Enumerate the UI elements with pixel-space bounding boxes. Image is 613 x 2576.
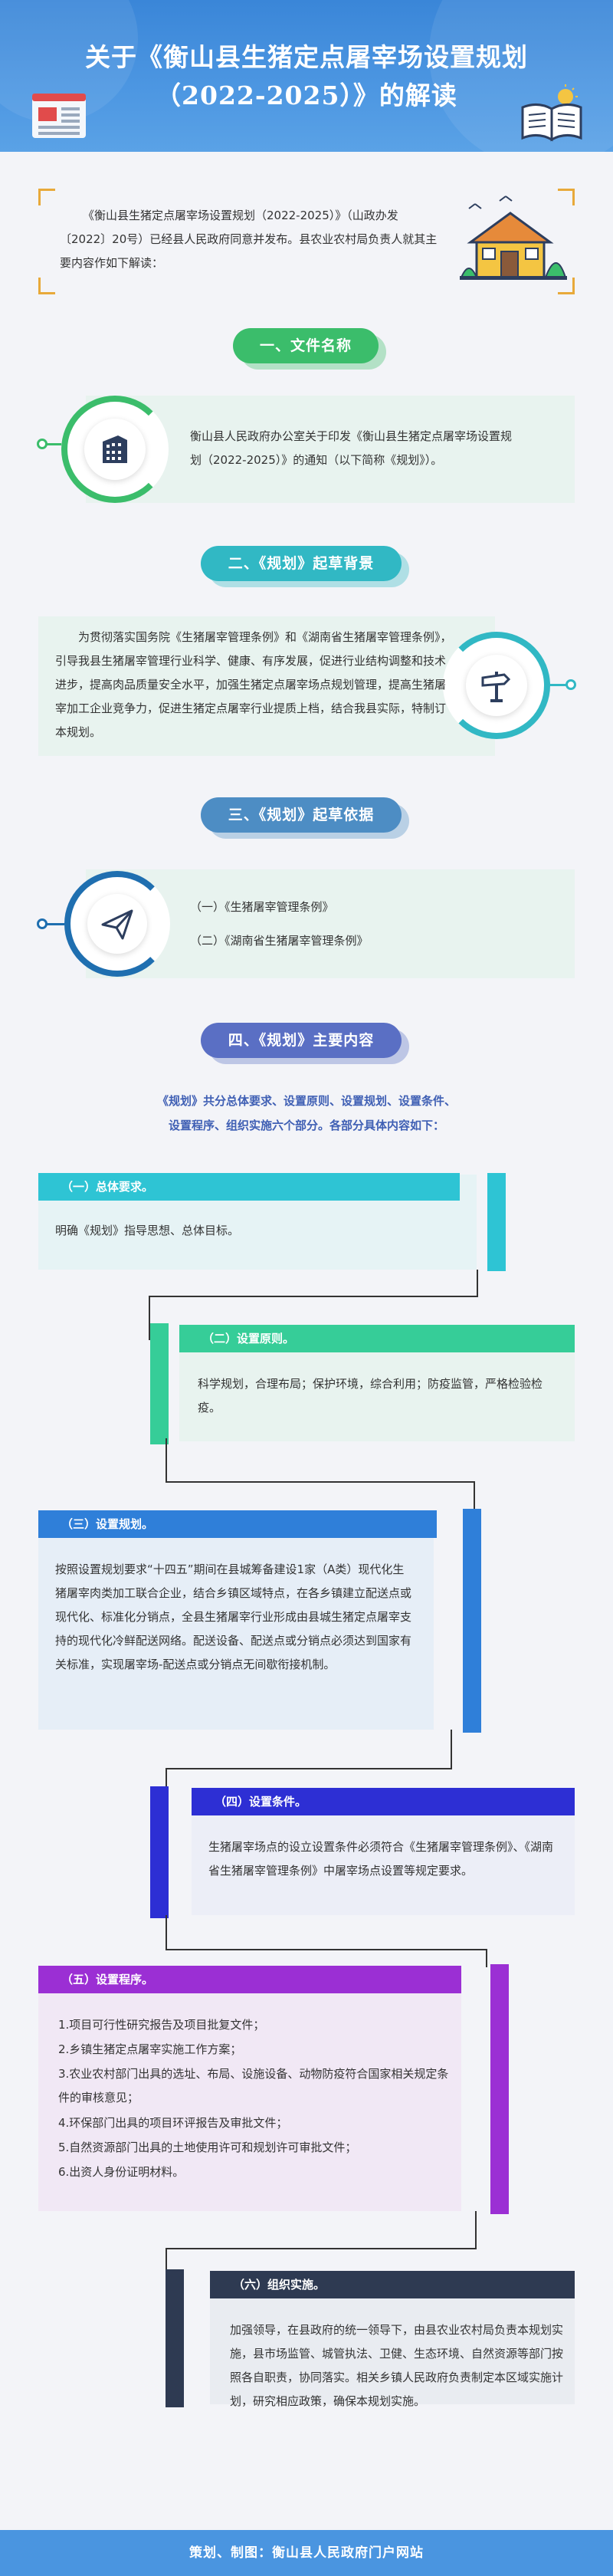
block-2-text: 科学规划，合理布局；保护环境，综合利用；防疫监管，严格检验检疫。 <box>198 1377 543 1414</box>
block-2-sidebar <box>150 1323 169 1444</box>
section-title-2: 二、《规划》起草背景 <box>201 546 402 581</box>
section-3-item-2: （二）《湖南省生猪屠宰管理条例》 <box>190 934 369 948</box>
page-title-line1: 关于《衡山县生猪定点屠宰场设置规划 <box>85 42 528 72</box>
connector-line <box>166 2248 167 2269</box>
block-1-text: 明确《规划》指导思想、总体目标。 <box>55 1224 240 1237</box>
section-3-item-1: （一）《生猪屠宰管理条例》 <box>190 900 334 914</box>
section-1-ring <box>61 396 169 503</box>
paper-plane-icon <box>101 909 133 940</box>
block-1-header: （一）总体要求。 <box>38 1173 460 1201</box>
connector-line <box>166 2248 477 2249</box>
connector-line <box>166 1438 167 1483</box>
block-2-header: （二）设置原则。 <box>179 1325 575 1352</box>
connector-dot <box>37 918 48 929</box>
list-item: 1.项目可行性研究报告及项目批复文件； <box>58 2018 265 2032</box>
block-3-sidebar <box>463 1509 481 1733</box>
house-icon <box>460 196 567 280</box>
connector-dot <box>565 679 576 690</box>
section-2-card <box>38 616 495 756</box>
block-6-header: （六）组织实施。 <box>210 2271 575 2298</box>
section-4-intro-line-1: 《规划》共分总体要求、设置原则、设置规划、设置条件、 <box>156 1094 456 1108</box>
connector-line <box>166 1768 452 1769</box>
connector-line <box>477 1270 478 1297</box>
building-icon <box>103 435 127 463</box>
page-header: 关于《衡山县生猪定点屠宰场设置规划 （2022-2025）》的解读 <box>0 0 613 152</box>
section-title-1: 一、文件名称 <box>233 328 379 363</box>
connector-line <box>166 1481 475 1483</box>
block-4-header: （四）设置条件。 <box>192 1788 575 1815</box>
corner-bracket <box>38 189 55 205</box>
block-5-body <box>38 1967 461 2211</box>
list-item: 6.出资人身份证明材料。 <box>58 2165 185 2179</box>
intro-text: 《衡山县生猪定点屠宰场设置规划（2022-2025）》（山政办发〔2022〕20… <box>60 209 438 270</box>
intro-box: 《衡山县生猪定点屠宰场设置规划（2022-2025）》（山政办发〔2022〕20… <box>38 189 575 294</box>
open-book-icon <box>521 84 582 142</box>
connector-line <box>475 2211 477 2249</box>
connector-line <box>474 1481 475 1512</box>
list-item: 5.自然资源部门出具的土地使用许可和规划许可审批文件； <box>58 2141 357 2154</box>
building-icon-holder <box>84 419 146 480</box>
signpost-icon <box>481 672 511 702</box>
section-title-4: 四、《规划》主要内容 <box>201 1023 402 1058</box>
block-6-text: 加强领导，在县政府的统一领导下，由县农业农村局负责本规划实施，县市场监管、城管执… <box>230 2323 564 2408</box>
block-4-sidebar <box>150 1786 169 1918</box>
block-5-sidebar <box>490 1964 509 2214</box>
page-title-line2: （2022-2025）》的解读 <box>156 80 457 110</box>
connector-line <box>166 1949 487 1950</box>
section-1-text: 衡山县人民政府办公室关于印发《衡山县生猪定点屠宰场设置规划（2022-2025）… <box>190 429 513 467</box>
list-item: 2.乡镇生猪定点屠宰实施工作方案； <box>58 2042 242 2056</box>
connector-line <box>166 1768 167 1789</box>
connector-line <box>550 684 569 686</box>
list-item: 4.环保部门出具的项目环评报告及审批文件； <box>58 2116 288 2130</box>
corner-bracket <box>558 278 575 294</box>
connector-line <box>486 1949 487 1967</box>
connector-line <box>41 923 64 925</box>
newspaper-icon <box>32 94 86 138</box>
block-3-text: 按照设置规划要求“十四五”期间在县城筹备建设1家（A类）现代化生猪屠宰肉类加工联… <box>55 1562 412 1671</box>
corner-bracket <box>38 278 55 294</box>
list-item: 3.农业农村部门出具的选址、布局、设施设备、动物防疫符合国家相关规定条件的审核意… <box>58 2067 449 2104</box>
corner-bracket <box>558 189 575 205</box>
block-3-body <box>38 1512 434 1730</box>
section-4-intro-line-2: 设置程序、组织实施六个部分。各部分具体内容如下： <box>168 1119 444 1132</box>
header-decoration <box>429 0 613 152</box>
connector-line <box>166 1915 167 1950</box>
paper-plane-icon-holder <box>87 894 147 954</box>
connector-line <box>451 1730 452 1769</box>
connector-line <box>41 443 61 445</box>
block-1-sidebar <box>487 1173 506 1271</box>
connector-dot <box>37 439 48 449</box>
page-footer: 策划、制图：衡山县人民政府门户网站 <box>0 2530 613 2576</box>
signpost-icon-holder <box>466 655 527 716</box>
section-title-3: 三、《规划》起草依据 <box>201 797 402 833</box>
block-3-header: （三）设置规划。 <box>38 1510 437 1538</box>
connector-line <box>149 1296 150 1340</box>
block-5-header: （五）设置程序。 <box>38 1966 461 1993</box>
block-6-sidebar <box>166 2269 184 2407</box>
block-4-text: 生猪屠宰场点的设立设置条件必须符合《生猪屠宰管理条例》、《湖南省生猪屠宰管理条例… <box>208 1840 554 1878</box>
connector-line <box>149 1296 477 1297</box>
section-2-text: 为贯彻落实国务院《生猪屠宰管理条例》和《湖南省生猪屠宰管理条例》，引导我县生猪屠… <box>55 630 452 739</box>
